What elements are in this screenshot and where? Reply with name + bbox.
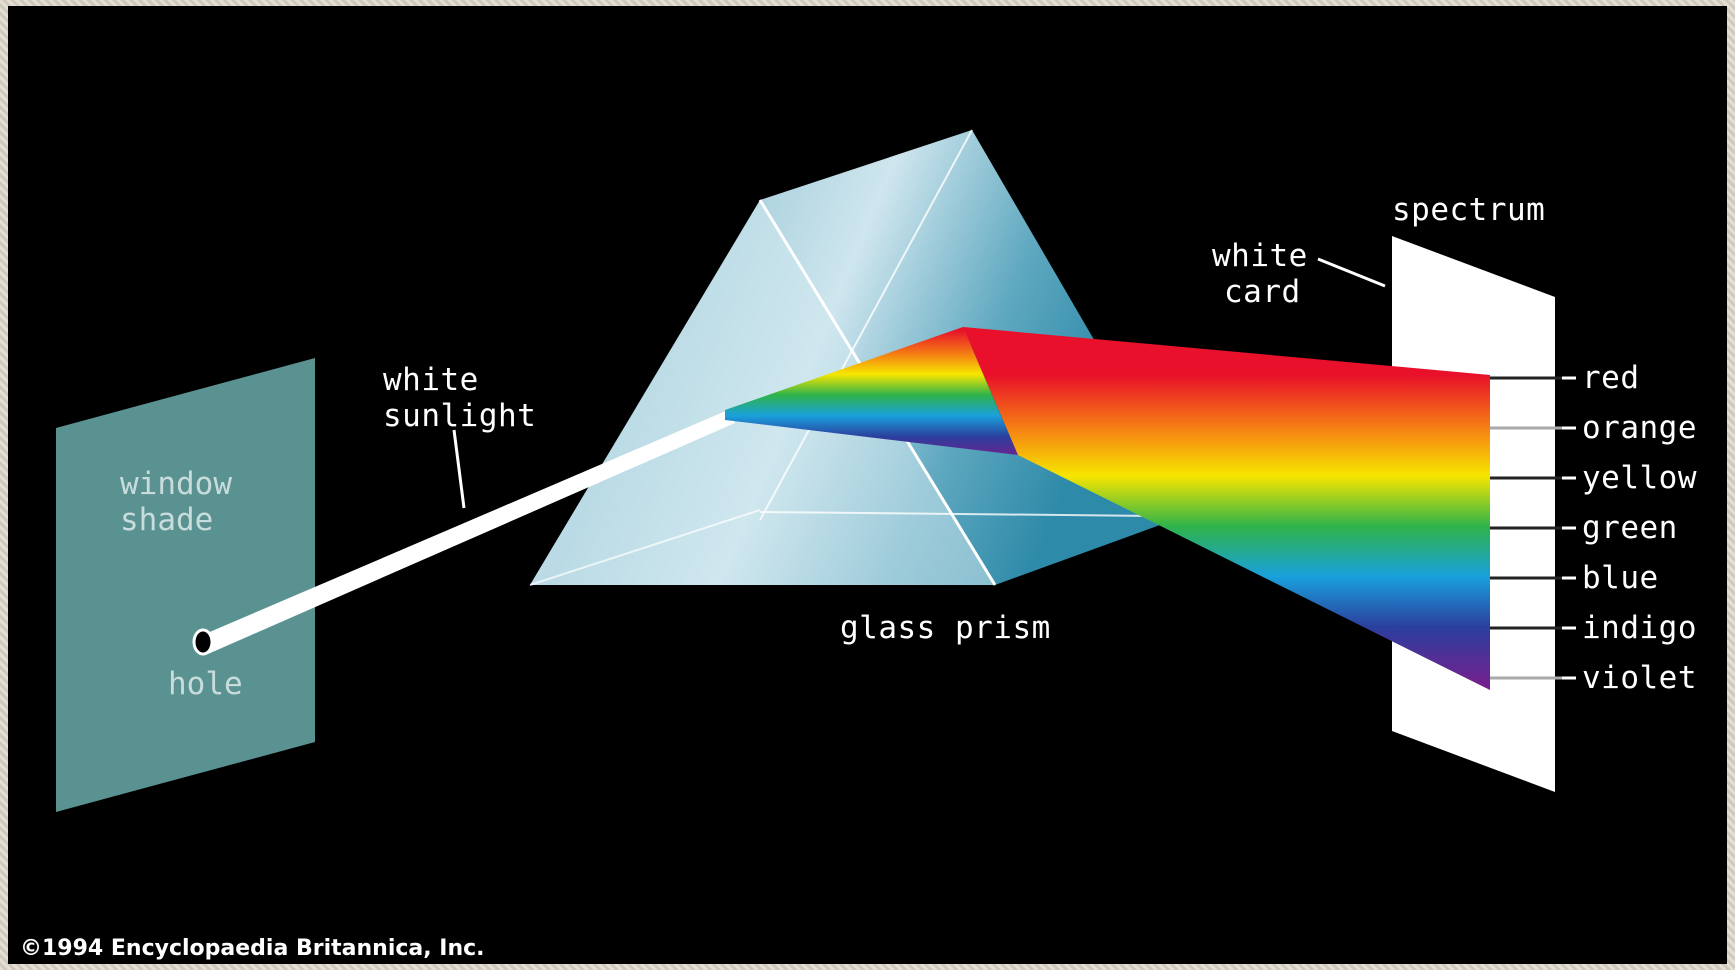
sunlight-pointer — [454, 430, 464, 508]
color-label-violet: violet — [1582, 660, 1697, 696]
color-label-indigo: indigo — [1582, 610, 1697, 646]
window-shade-label-2: shade — [120, 502, 213, 538]
hole-icon — [194, 630, 212, 654]
copyright-text: ©1994 Encyclopaedia Britannica, Inc. — [20, 936, 485, 961]
hole-label: hole — [168, 666, 243, 702]
color-label-blue: blue — [1582, 560, 1659, 596]
window-shade — [56, 358, 315, 812]
color-label-yellow: yellow — [1582, 460, 1697, 496]
glass-prism-label: glass prism — [840, 610, 1051, 646]
white-sunlight-label-1: white — [383, 362, 479, 398]
color-label-orange: orange — [1582, 410, 1697, 446]
white-sunlight-label-2: sunlight — [383, 398, 536, 434]
window-shade-label-1: window — [120, 466, 232, 502]
color-label-green: green — [1582, 510, 1678, 546]
spectrum-label: spectrum — [1392, 192, 1545, 228]
white-card-label-1: white — [1212, 238, 1308, 274]
white-card-label-2: card — [1224, 274, 1301, 310]
color-label-red: red — [1582, 360, 1640, 396]
white-card-pointer — [1318, 259, 1385, 286]
